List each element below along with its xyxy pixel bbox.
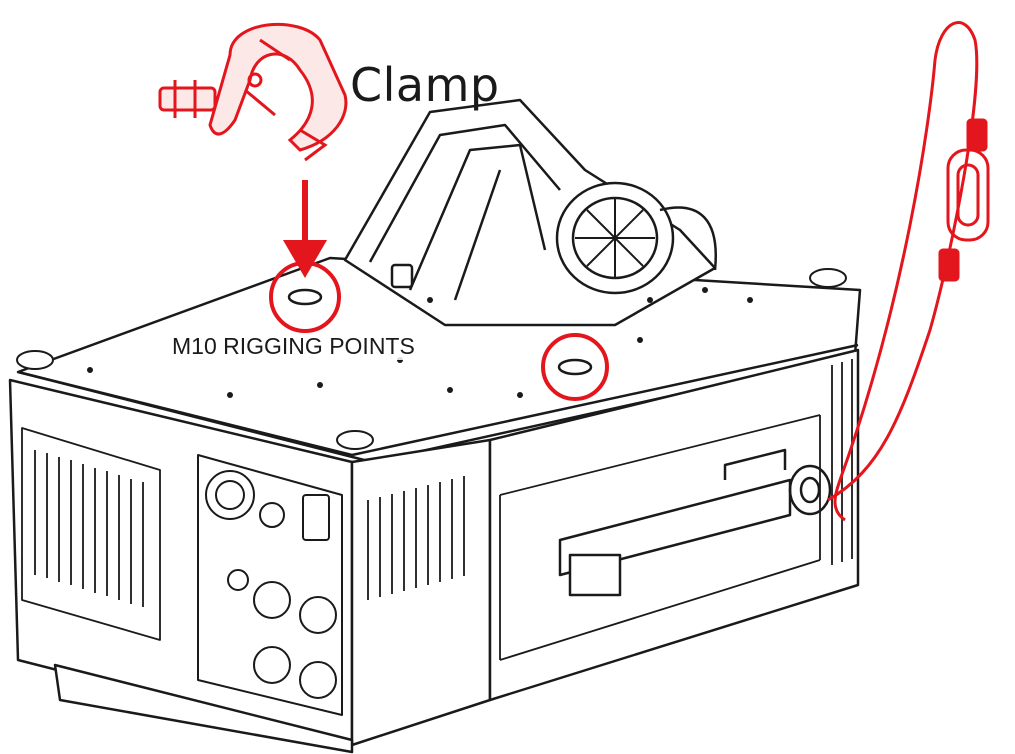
- power-switch-icon: [302, 494, 330, 541]
- front-vent-grille: [21, 427, 161, 641]
- machine-base: [53, 663, 354, 754]
- power-connector-icon: [205, 470, 255, 520]
- fluid-cap-icon: [555, 181, 717, 295]
- knob-icon: [390, 263, 414, 289]
- rigging-points-label: M10 RIGGING POINTS: [170, 333, 417, 360]
- rubber-feet: [16, 268, 847, 450]
- xlr-in-connector-icon: [253, 581, 291, 619]
- side-vent-slots: [367, 476, 465, 600]
- machine-side-chamfer: [350, 438, 492, 747]
- xlr-out-5pin-connector-icon: [299, 661, 337, 699]
- safety-cable-icon: [827, 21, 990, 522]
- highlights: [158, 21, 990, 522]
- audio-jack-icon: [227, 569, 249, 591]
- rear-vent-slots: [831, 359, 853, 565]
- rigging-point-2: [557, 358, 593, 376]
- clamp-icon: [158, 22, 348, 162]
- fuse-holder-icon: [259, 502, 285, 528]
- connector-panel: [197, 454, 343, 716]
- rigging-point-1: [287, 288, 323, 306]
- xlr-out-connector-icon: [299, 596, 337, 634]
- fog-machine: [8, 98, 862, 754]
- eye-bolt-icon: [788, 464, 832, 516]
- xlr-in-5pin-connector-icon: [253, 646, 291, 684]
- carry-handle: [558, 448, 792, 597]
- rigging-point-2-highlight: [541, 333, 609, 401]
- clamp-label: Clamp: [350, 58, 500, 112]
